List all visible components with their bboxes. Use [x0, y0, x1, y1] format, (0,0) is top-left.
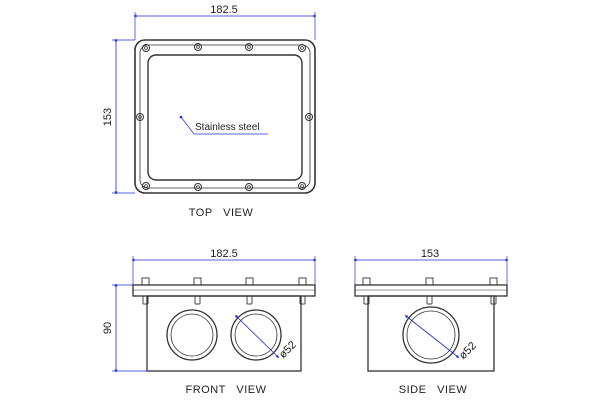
side-view-width-label: 153	[421, 248, 439, 260]
side-view-title: SIDE VIEW	[399, 384, 468, 396]
bolt-icon	[136, 113, 144, 121]
front-view-bolts	[141, 277, 307, 305]
side-view-flange	[354, 284, 508, 297]
side-view-body	[367, 295, 495, 372]
bolt-icon	[298, 44, 306, 52]
front-view-width-dimension: 182.5	[131, 248, 317, 285]
front-view-width-label: 182.5	[210, 248, 238, 260]
bolt-icon	[141, 277, 150, 305]
side-view-hole	[402, 306, 460, 364]
front-view-title: FRONT VIEW	[186, 384, 267, 396]
top-view-bolts	[136, 43, 313, 191]
front-view: ø52 182.5 90 FRONT VIEW	[102, 248, 317, 396]
top-view-title: TOP VIEW	[189, 207, 254, 219]
front-view-height-dimension: 90	[102, 283, 147, 373]
front-view-diameter-dimension: ø52	[234, 314, 299, 361]
top-view-material-note: Stainless steel	[179, 115, 268, 135]
top-view-width-dimension: 182.5	[133, 4, 317, 40]
bolt-icon	[142, 44, 150, 52]
top-view-lid	[147, 54, 303, 181]
side-view-diameter-dimension: ø52	[404, 315, 479, 362]
bolt-icon	[362, 277, 371, 305]
side-view: ø52 153 SIDE VIEW	[353, 248, 509, 396]
bolt-icon	[489, 277, 498, 305]
bolt-icon	[245, 277, 254, 305]
bolt-icon	[193, 277, 202, 305]
bolt-icon	[194, 43, 202, 51]
top-view-flange-outer	[134, 39, 316, 194]
bolt-icon	[245, 43, 253, 51]
top-view-height-dimension: 153	[102, 38, 135, 195]
bolt-icon	[194, 183, 202, 191]
bolt-icon	[305, 113, 313, 121]
top-view-height-label: 153	[102, 108, 114, 126]
side-view-width-dimension: 153	[353, 248, 509, 285]
top-view: 182.5 153 Stainless steel TOP VIEW	[102, 4, 317, 219]
bolt-icon	[142, 182, 150, 190]
material-note-label: Stainless steel	[195, 122, 259, 133]
bolt-icon	[298, 182, 306, 190]
top-view-flange-inner	[139, 44, 311, 189]
bolt-icon	[245, 183, 253, 191]
front-view-flange	[132, 284, 316, 297]
front-view-hole-left	[166, 309, 218, 361]
bolt-icon	[298, 277, 307, 305]
side-view-diameter-label: ø52	[457, 340, 479, 362]
front-view-height-label: 90	[102, 322, 114, 334]
front-view-body	[146, 295, 302, 372]
top-view-width-label: 182.5	[210, 4, 238, 16]
side-view-bolts	[362, 277, 498, 305]
bolt-icon	[425, 277, 434, 305]
